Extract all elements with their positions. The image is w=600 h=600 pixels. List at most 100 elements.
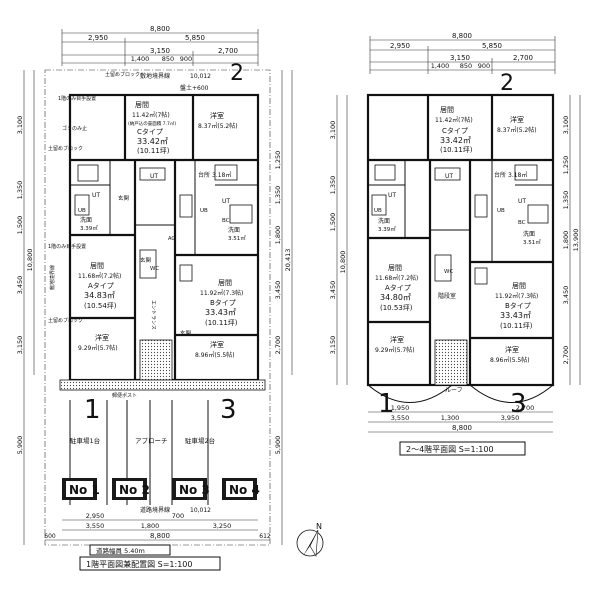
dim-label: 1,800 xyxy=(562,231,570,250)
dim-label: 3,150 xyxy=(16,336,24,355)
fixture-label: UB xyxy=(497,208,505,214)
dim-label: 3,550 xyxy=(86,522,105,530)
room-name: 洗面 xyxy=(523,230,535,238)
dim-label: 2,950 xyxy=(390,42,410,50)
unit-tsubo: (10.11坪) xyxy=(500,322,533,330)
room-name: 洋室 xyxy=(95,333,109,342)
dim-label: 850 xyxy=(162,55,174,63)
corridor-hatch xyxy=(59,379,266,391)
unit-tsubo: (10.11坪) xyxy=(205,319,238,327)
dim-label: 612 xyxy=(259,533,271,540)
site-note: 1階のみ目手設置 xyxy=(48,243,86,250)
dim-label: 1,250 xyxy=(274,151,282,170)
dim-label: 2,700 xyxy=(218,47,238,55)
right-plan-left-dimensions: 3,100 1,350 1,500 10,800 3,450 3,150 xyxy=(329,95,348,385)
fixture-label: UT xyxy=(222,198,230,205)
right-room-b-type: 居間 11.92㎡(7.3帖) Bタイプ 33.43㎡ (10.11坪) 洋室 … xyxy=(438,171,541,364)
room-area: 3.18㎡ xyxy=(508,171,527,179)
dim-label: 5,850 xyxy=(482,42,502,50)
road-width: 道路幅員 5.40m xyxy=(96,546,145,555)
unit-total: 33.43㎡ xyxy=(205,308,236,317)
site-boundary xyxy=(44,69,271,546)
room-area: 3.51㎡ xyxy=(228,234,246,242)
site-label: 敷地境界線 xyxy=(140,72,170,80)
fixture-label: UT xyxy=(150,173,158,180)
fixture-label: ルーフ xyxy=(445,387,463,394)
site-label: 土留めブロック xyxy=(105,71,140,78)
fixture-label: UT xyxy=(92,192,100,199)
north-label: N xyxy=(316,522,322,531)
dim-label: 700 xyxy=(172,512,184,520)
fixture-label: UB xyxy=(78,208,86,214)
dim-label: 8,800 xyxy=(150,532,170,540)
unit-type: Cタイプ xyxy=(442,126,468,135)
right-plan-caption: 2～4階平面図 S=1:100 xyxy=(406,444,494,454)
room-area: 11.68㎡(7.2帖) xyxy=(375,274,418,282)
unit-total: 34.83㎡ xyxy=(84,291,115,300)
room-area: 9.29㎡(5.7帖) xyxy=(375,346,415,354)
dim-label: 3,450 xyxy=(274,281,282,300)
room-name: 台所 xyxy=(198,171,210,179)
right-room-a-type: 居間 11.68㎡(7.2帖) Aタイプ 34.80㎡ (10.53坪) 洋室 … xyxy=(375,217,418,354)
building-number-top: 2 xyxy=(230,61,244,86)
dim-label: 1,800 xyxy=(141,522,160,530)
parking-label: 駐車場2台 xyxy=(185,436,215,445)
unit-tsubo: (10.53坪) xyxy=(380,304,413,312)
room-name: 居間 xyxy=(440,106,454,114)
dim-label: 13,900 xyxy=(572,229,580,252)
dim-label: 3,150 xyxy=(150,47,170,55)
site-note: ゴミのみ止 xyxy=(62,125,87,132)
right-top-dimensions: 8,800 2,950 5,850 3,150 2,700 1,400 850 … xyxy=(369,32,556,74)
left-side-dimensions: 3,100 1,350 1,500 10,800 3,450 3,150 5,9… xyxy=(16,70,35,545)
dim-label: 1,350 xyxy=(16,181,24,200)
fixture-label: 玄関 xyxy=(118,194,130,202)
dim-label: 2,700 xyxy=(274,336,282,355)
dim-label: 1,400 xyxy=(131,55,150,63)
building-number-right: 3 xyxy=(220,395,237,425)
dim-label: 1,250 xyxy=(562,156,570,175)
dim-label: 10,800 xyxy=(339,251,347,274)
fixture-label: 玄関 xyxy=(140,256,152,264)
north-arrow-icon xyxy=(303,530,318,556)
dim-label: 2,700 xyxy=(516,404,535,412)
dim-label: 3,450 xyxy=(329,281,337,300)
room-name: 洗面 xyxy=(228,226,240,234)
room-name: 階段室 xyxy=(438,292,456,300)
room-area: 8.37㎡(5.2帖) xyxy=(198,122,238,130)
dim-label: 3,100 xyxy=(16,116,24,135)
fixture-label: UT xyxy=(518,198,526,205)
dim-label: 2,700 xyxy=(562,346,570,365)
room-area: 11.92㎡(7.3帖) xyxy=(200,289,243,297)
dim-label: 3,150 xyxy=(329,336,337,355)
dim-label: 1,950 xyxy=(391,404,410,412)
right-fixtures xyxy=(371,164,549,285)
building-number-top: 2 xyxy=(500,71,514,96)
unit-total: 33.42㎡ xyxy=(137,137,168,146)
dim-label: 1,500 xyxy=(329,213,337,232)
left-small-labels: UT UT UT 玄関 玄関 玄関 UB UB BC WC AG エントランス xyxy=(78,173,230,337)
dim-label: 10,800 xyxy=(26,249,34,272)
room-area: 11.92㎡(7.3帖) xyxy=(495,292,538,300)
right-bottom-dimensions: 1,950 1,300 3,950 8,800 3,550 2,700 xyxy=(368,404,553,433)
dim-label: 3,100 xyxy=(562,116,570,135)
north-arrow: N xyxy=(296,522,324,557)
room-name: 洋室 xyxy=(390,335,404,344)
room-name: 洗面 xyxy=(378,217,390,225)
fixture-label: BC xyxy=(222,218,230,224)
room-b-type: 居間 11.92㎡(7.3帖) Bタイプ 33.43㎡ (10.11坪) 洋室 … xyxy=(195,171,246,359)
room-area: 11.68㎡(7.2帖) xyxy=(78,272,121,280)
dim-label: 3,100 xyxy=(329,121,337,140)
dim-label: 1,350 xyxy=(274,186,282,205)
left-fixtures xyxy=(74,164,253,282)
parking-number: No 1 xyxy=(69,483,100,497)
dim-label: 2,700 xyxy=(513,54,533,62)
room-name: 居間 xyxy=(90,262,104,270)
right-small-labels: UT UT UT UB UB WC BC ルーフ xyxy=(374,173,526,394)
caption-box xyxy=(399,441,526,456)
dim-label: 3,250 xyxy=(213,522,232,530)
parking-number: No 2 xyxy=(119,483,150,497)
room-sub: (納戸込の畳面積 7.7㎡) xyxy=(128,120,176,127)
dim-label: 1,350 xyxy=(562,191,570,210)
fixture-label: UT xyxy=(445,173,453,180)
